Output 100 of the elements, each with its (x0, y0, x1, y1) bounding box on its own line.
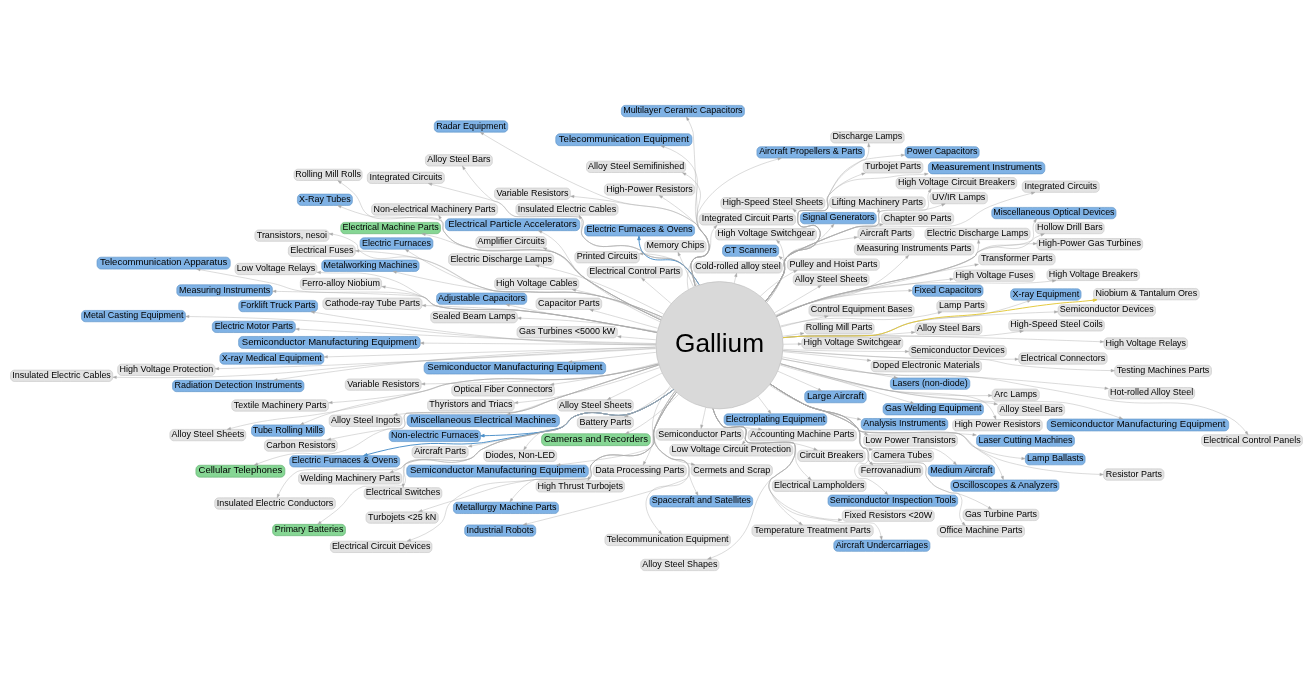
node-box: Electrical Control Panels (1201, 434, 1303, 447)
node-box: Sealed Beam Lamps (430, 311, 518, 324)
node-box: Spacecraft and Satellites (649, 495, 753, 508)
node-box: Memory Chips (644, 240, 707, 253)
node-box: Pulley and Hoist Parts (787, 258, 880, 271)
node-box: Insulated Electric Cables (515, 203, 619, 216)
node-box: Metal Casting Equipment (81, 310, 186, 323)
arrow (323, 346, 656, 359)
arrow (607, 372, 663, 400)
arrow (517, 316, 658, 332)
node-box: Cameras and Recorders (541, 433, 651, 446)
node-box: Radar Equipment (433, 120, 509, 133)
node-box: Semiconductor Devices (908, 345, 1007, 358)
arrow (617, 335, 656, 340)
node-box: Electric Furnaces (359, 237, 434, 250)
arrow (770, 383, 873, 451)
arrow (780, 311, 942, 327)
arrow (639, 252, 698, 286)
arrow (766, 239, 785, 303)
node-box: Fixed Capacitors (912, 284, 984, 297)
arrow (660, 145, 710, 287)
node-box: Hollow Drill Bars (1035, 222, 1105, 234)
arrow (328, 232, 663, 318)
arrow (780, 364, 993, 398)
arrow (766, 255, 786, 303)
node-box: High-Power Resistors (604, 183, 695, 196)
arrow (641, 277, 672, 304)
node-box: Alloy Steel Sheets (792, 273, 870, 286)
node-box: Medium Aircraft (927, 464, 995, 477)
arrow (625, 394, 679, 434)
node-box: Testing Machines Parts (1114, 364, 1212, 377)
arrow (542, 247, 661, 321)
arrow (770, 383, 977, 437)
node-box: Arc Lamps (991, 388, 1040, 401)
node-box: Hot-rolled Alloy Steel (1108, 387, 1195, 400)
arrow (765, 153, 906, 302)
arrow (421, 304, 658, 333)
node-box: Low Voltage Circuit Protection (669, 444, 794, 457)
arrow (393, 364, 659, 416)
node-box: Semiconductor Parts (655, 428, 744, 441)
arrow (587, 392, 677, 481)
node-box: Electrical Lampholders (772, 479, 867, 492)
node-box: Primary Batteries (272, 524, 346, 536)
node-box: Electrical Fuses (288, 244, 356, 257)
arrow (770, 383, 1004, 481)
node-box: Discharge Lamps (830, 131, 905, 144)
node-box: Measurement Instruments (928, 161, 1046, 175)
arrow (589, 309, 658, 329)
node-box: Large Aircraft (804, 390, 867, 404)
node-box: Miscellaneous Optical Devices (991, 207, 1117, 220)
node-box: Electrical Connectors (1018, 352, 1108, 365)
node-box: Measuring Instruments Parts (854, 243, 975, 256)
arrow (642, 392, 677, 466)
node-box: Transistors, nesoi (254, 229, 330, 242)
node-box: Electric Furnaces & Ovens (584, 224, 695, 237)
node-box: Low Voltage Relays (234, 263, 318, 275)
node-box-text: Alloy Steel Sheets (557, 399, 634, 412)
arrow (757, 396, 772, 414)
node-box: High Voltage Switchgear (801, 337, 904, 350)
node-box: Aircraft Undercarriages (833, 539, 931, 552)
node-box: High Power Resistors (952, 419, 1043, 432)
node-box: Cathode-ray Tube Parts (322, 297, 423, 310)
arrow (523, 389, 674, 451)
node-box: Analysis Instruments (860, 418, 949, 431)
arrow (214, 348, 656, 371)
arrow (571, 288, 662, 319)
node-box: Electrical Particle Accelerators (445, 218, 581, 231)
node-box: Office Machine Parts (937, 525, 1025, 538)
node-box: Camera Tubes (871, 449, 934, 462)
node-box: Signal Generators (800, 212, 877, 225)
arrow (774, 285, 822, 314)
node-box: Printed Circuits (574, 251, 640, 264)
arrow (780, 315, 829, 328)
arrow (578, 215, 700, 285)
node-box: Metallurgy Machine Parts (453, 501, 559, 514)
node-box: Laser Cutting Machines (976, 434, 1075, 447)
arrow (420, 341, 656, 345)
node-box: Alloy Steel Semifinished (586, 160, 686, 173)
node-box: Non-electrical Machinery Parts (371, 203, 498, 216)
arrow (538, 230, 661, 322)
node-box: High Voltage Relays (1103, 337, 1188, 350)
node-box: Resistor Parts (1103, 468, 1165, 481)
node-box: X-ray Medical Equipment (219, 352, 325, 365)
node-box: Gas Turbines <5000 kW (516, 326, 618, 339)
node-box: Telecommunication Equipment (555, 133, 693, 146)
arrow (700, 407, 706, 429)
node-box: Insulated Electric Cables (10, 369, 113, 382)
node-box: Telecommunication Equipment (604, 533, 731, 546)
node-box: Cold-rolled alloy steel (693, 261, 783, 274)
arrow (765, 172, 866, 302)
node-box: High Thrust Turbojets (535, 480, 625, 493)
arrow (769, 384, 862, 421)
node-box: Electric Motor Parts (212, 320, 296, 333)
node-box: Electroplating Equipment (723, 413, 828, 426)
node-box: Alloy Steel Bars (425, 154, 493, 167)
node-box: High-Speed Steel Sheets (720, 197, 826, 210)
node-box: Aircraft Parts (857, 227, 915, 240)
node-box: Ferro-alloy Niobium (300, 277, 382, 290)
arrow (550, 362, 659, 386)
node-box: Fixed Resistors <20W (841, 509, 935, 522)
